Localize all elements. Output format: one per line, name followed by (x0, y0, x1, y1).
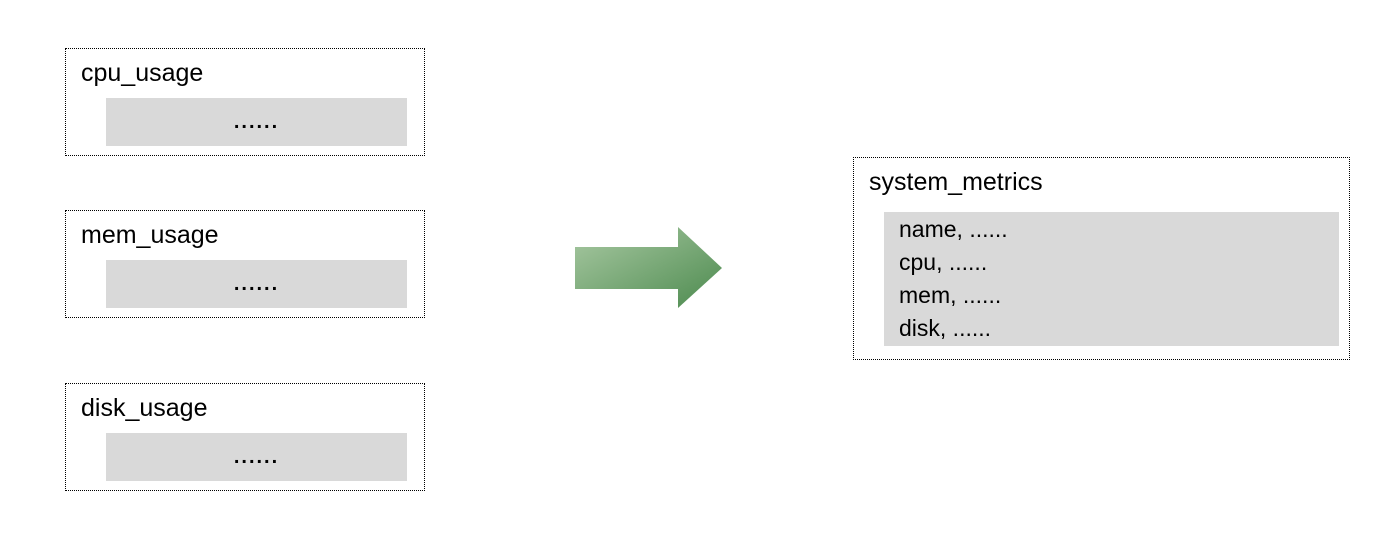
node-system-metrics-title: system_metrics (869, 168, 1043, 196)
metric-row-name: name, ...... (899, 216, 1008, 242)
merge-arrow (575, 227, 722, 308)
node-mem-usage-bar: ...... (106, 260, 407, 308)
node-mem-usage-dots: ...... (233, 272, 280, 295)
node-disk-usage: disk_usage ...... (65, 383, 425, 491)
node-system-metrics: system_metrics name, ...... cpu, ...... … (853, 157, 1350, 360)
node-cpu-usage: cpu_usage ...... (65, 48, 425, 156)
right-arrow-icon (575, 227, 722, 308)
node-mem-usage-title: mem_usage (81, 221, 219, 249)
node-disk-usage-dots: ...... (233, 445, 280, 468)
node-cpu-usage-title: cpu_usage (81, 59, 204, 87)
node-mem-usage: mem_usage ...... (65, 210, 425, 318)
node-disk-usage-title: disk_usage (81, 394, 208, 422)
metric-row-disk: disk, ...... (899, 315, 992, 341)
node-system-metrics-body: name, ...... cpu, ...... mem, ...... dis… (884, 212, 1339, 346)
node-cpu-usage-bar: ...... (106, 98, 407, 146)
node-cpu-usage-dots: ...... (233, 110, 280, 133)
metric-row-mem: mem, ...... (899, 282, 1002, 308)
node-disk-usage-bar: ...... (106, 433, 407, 481)
metric-row-cpu: cpu, ...... (899, 249, 988, 275)
